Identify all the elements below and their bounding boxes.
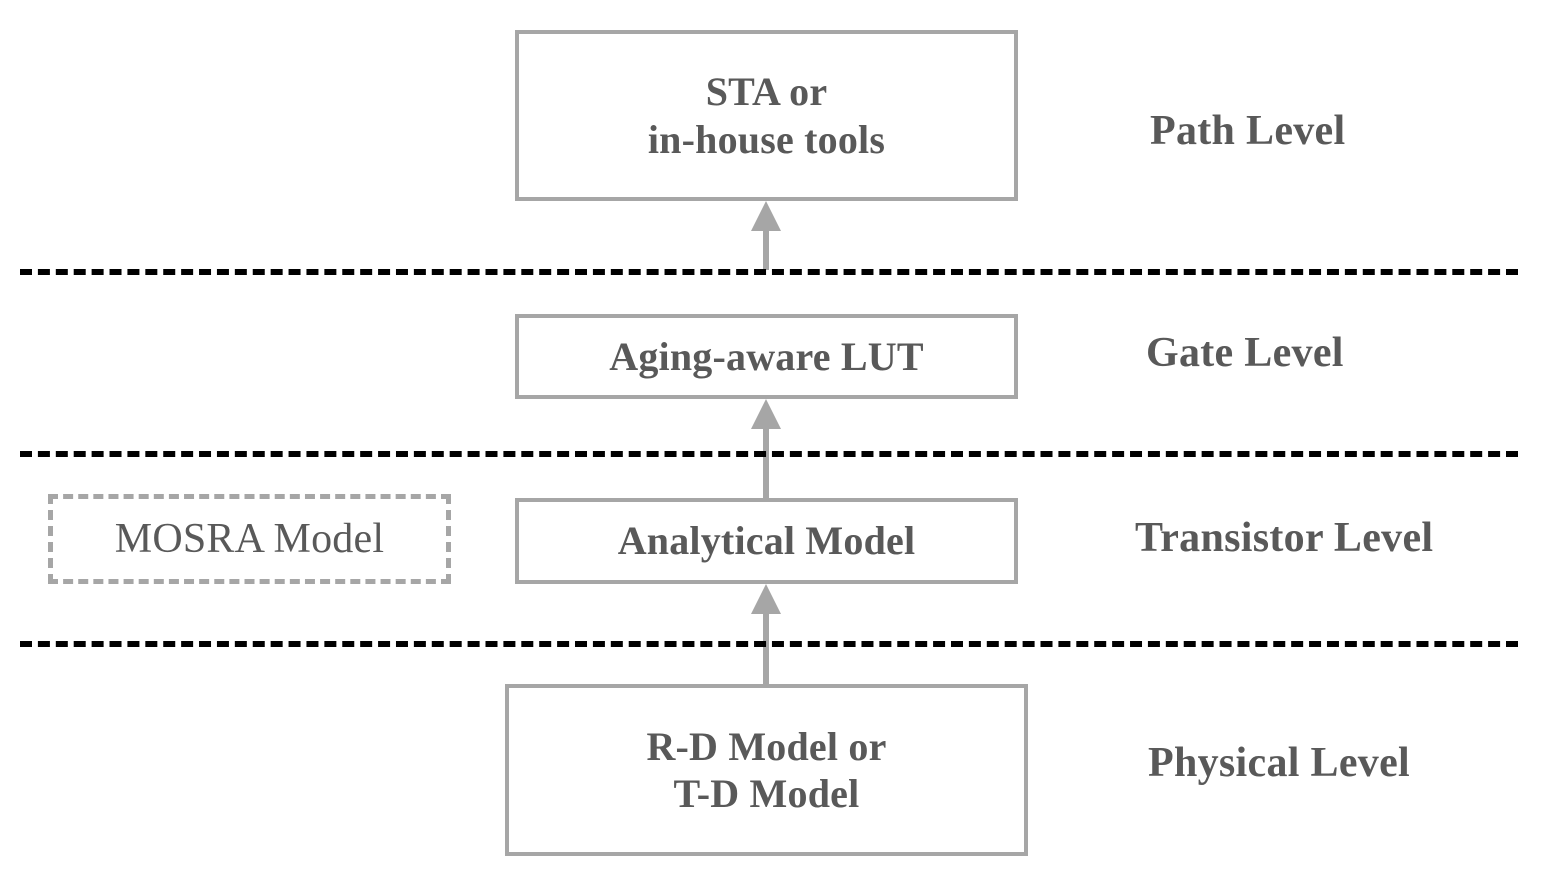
level-label-transistor: Transistor Level xyxy=(1135,515,1434,561)
level-separator-gate-transistor xyxy=(20,451,1518,457)
level-label-gate: Gate Level xyxy=(1146,330,1344,376)
arrowhead-up-icon xyxy=(751,584,781,614)
level-label-physical: Physical Level xyxy=(1148,740,1411,786)
arrow-gate-to-path-icon xyxy=(751,201,781,270)
box-mosra-model: MOSRA Model xyxy=(48,494,451,584)
arrow-physical-to-transistor-icon xyxy=(751,584,781,685)
box-rd-or-td-model: R-D Model or T-D Model xyxy=(505,684,1028,856)
level-separator-transistor-physical xyxy=(20,641,1518,647)
arrow-shaft xyxy=(763,427,769,499)
box-analytical-model: Analytical Model xyxy=(515,498,1018,584)
arrowhead-up-icon xyxy=(751,201,781,231)
level-label-path: Path Level xyxy=(1150,108,1346,154)
arrow-shaft xyxy=(763,612,769,685)
box-sta-or-in-house-tools: STA or in-house tools xyxy=(515,30,1018,201)
arrow-transistor-to-gate-icon xyxy=(751,399,781,499)
arrow-shaft xyxy=(763,229,769,270)
arrowhead-up-icon xyxy=(751,399,781,429)
level-separator-path-gate xyxy=(20,269,1518,275)
box-aging-aware-lut: Aging-aware LUT xyxy=(515,314,1018,399)
